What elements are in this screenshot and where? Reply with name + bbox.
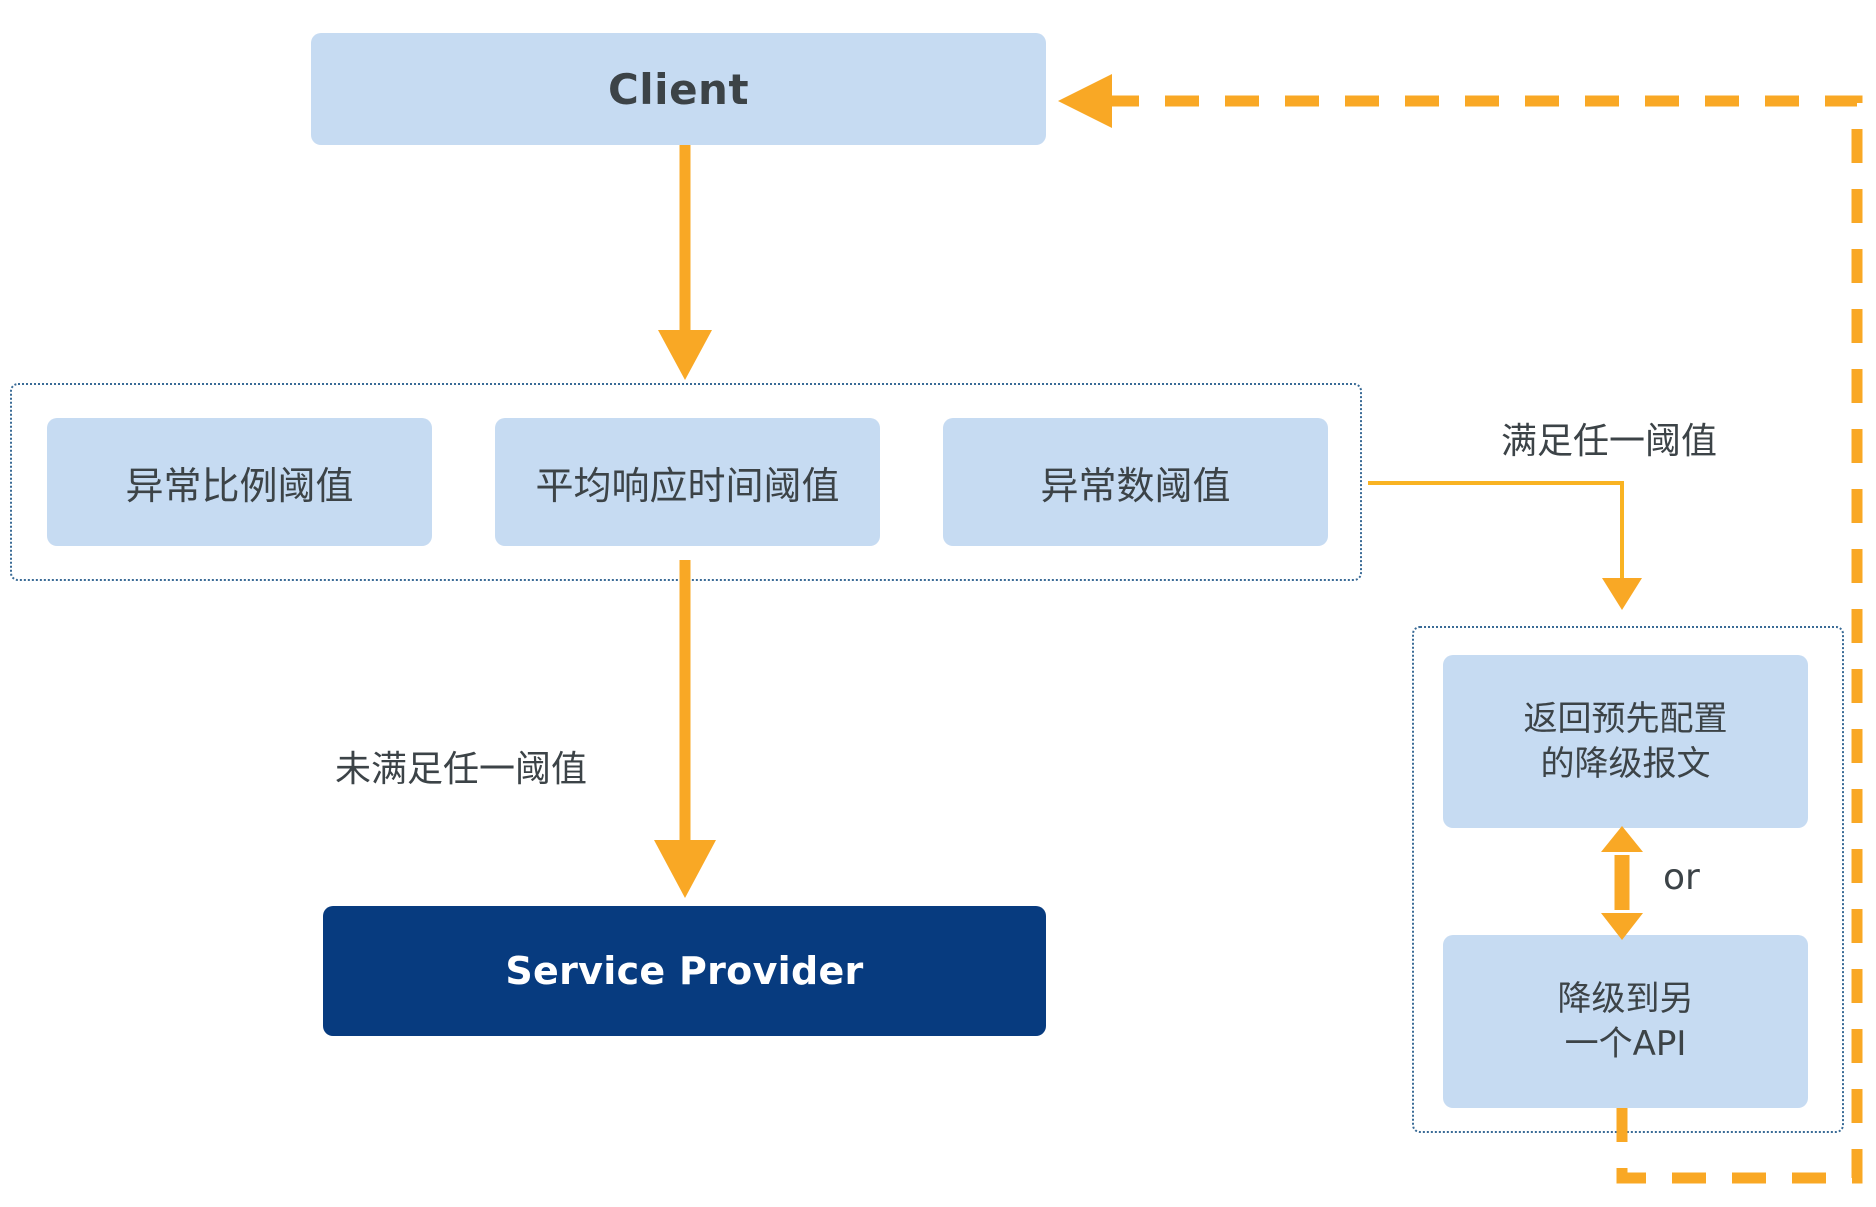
edge-thresholds-to-fallback xyxy=(1368,481,1642,610)
node-service-provider-label: Service Provider xyxy=(505,949,864,993)
node-fallback-preset-response-line1: 返回预先配置 xyxy=(1523,698,1728,739)
node-fallback-another-api[interactable]: 降级到另 一个API xyxy=(1443,935,1808,1108)
edge-label-not-met: 未满足任一阈值 xyxy=(335,749,588,790)
node-fallback-another-api-label: 降级到另 一个API xyxy=(1558,977,1694,1067)
node-threshold-error-ratio-label: 异常比例阈值 xyxy=(125,463,354,508)
node-fallback-preset-response-label: 返回预先配置 的降级报文 xyxy=(1524,697,1728,787)
node-threshold-error-count[interactable]: 异常数阈值 xyxy=(943,418,1328,546)
node-client-label: Client xyxy=(607,64,750,114)
edge-thresholds-to-service-provider xyxy=(654,560,716,898)
node-threshold-error-ratio[interactable]: 异常比例阈值 xyxy=(47,418,432,546)
edge-label-or: or xyxy=(1663,857,1700,898)
node-threshold-avg-rt-label: 平均响应时间阈值 xyxy=(535,463,840,508)
node-fallback-another-api-line1: 降级到另 xyxy=(1557,978,1694,1019)
node-fallback-another-api-line2: 一个API xyxy=(1564,1023,1687,1064)
node-client[interactable]: Client xyxy=(311,33,1046,145)
node-threshold-avg-rt[interactable]: 平均响应时间阈值 xyxy=(495,418,880,546)
node-threshold-error-count-label: 异常数阈值 xyxy=(1040,463,1231,508)
node-fallback-preset-response[interactable]: 返回预先配置 的降级报文 xyxy=(1443,655,1808,828)
node-fallback-preset-response-line2: 的降级报文 xyxy=(1540,743,1711,784)
edge-client-to-thresholds xyxy=(658,145,712,380)
node-service-provider[interactable]: Service Provider xyxy=(323,906,1046,1036)
edge-label-met: 满足任一阈值 xyxy=(1501,421,1718,462)
